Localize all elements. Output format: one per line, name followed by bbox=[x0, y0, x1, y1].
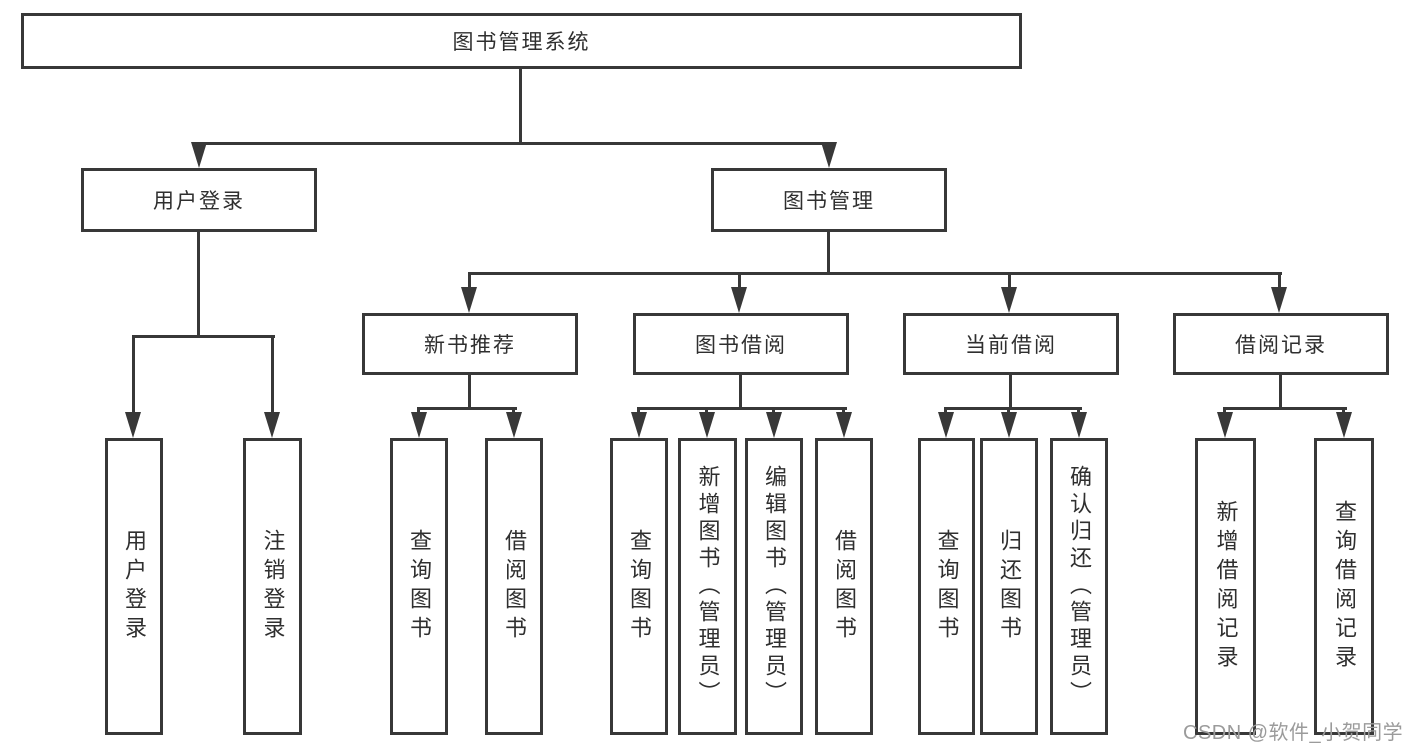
leaf-bb-edit-books-admin-label: 编辑图书（管理员） bbox=[762, 465, 787, 708]
connector-new-book-branch bbox=[417, 407, 517, 410]
connector-current-borrowing-trunk bbox=[1009, 375, 1012, 410]
connector-book-borrowing-branch bbox=[637, 407, 847, 410]
node-user-login: 用户登录 bbox=[81, 168, 317, 232]
leaf-nb-query-books: 查询图书 bbox=[390, 438, 448, 735]
connector-book-borrowing-trunk bbox=[739, 375, 742, 410]
connector-stem bbox=[842, 407, 845, 415]
arrowhead-down-icon bbox=[821, 142, 837, 168]
leaf-br-query-record-label: 查询借阅记录 bbox=[1332, 499, 1357, 674]
leaf-bb-add-books-admin: 新增图书（管理员） bbox=[678, 438, 737, 735]
leaf-bb-query-books: 查询图书 bbox=[610, 438, 668, 735]
leaf-nb-borrow-books-label: 借阅图书 bbox=[502, 528, 527, 645]
leaf-bb-borrow-books: 借阅图书 bbox=[815, 438, 873, 735]
arrowhead-down-icon bbox=[1001, 287, 1017, 313]
node-borrowing-records: 借阅记录 bbox=[1173, 313, 1389, 375]
leaf-cb-confirm-return-admin: 确认归还（管理员） bbox=[1050, 438, 1108, 735]
arrowhead-down-icon bbox=[191, 142, 207, 168]
arrowhead-down-icon bbox=[411, 412, 427, 438]
leaf-nb-query-books-label: 查询图书 bbox=[407, 528, 432, 645]
leaf-cb-confirm-return-admin-label: 确认归还（管理员） bbox=[1067, 465, 1092, 708]
connector-stem bbox=[1008, 272, 1011, 289]
leaf-cb-return-books: 归还图书 bbox=[980, 438, 1038, 735]
leaf-br-query-record: 查询借阅记录 bbox=[1314, 438, 1374, 735]
arrowhead-down-icon bbox=[1271, 287, 1287, 313]
connector-user-login-branch bbox=[132, 335, 275, 338]
arrowhead-down-icon bbox=[766, 412, 782, 438]
connector-stem bbox=[1278, 272, 1281, 289]
arrowhead-down-icon bbox=[699, 412, 715, 438]
leaf-user-login: 用户登录 bbox=[105, 438, 163, 735]
arrowhead-down-icon bbox=[1217, 412, 1233, 438]
connector-stem bbox=[417, 407, 420, 415]
leaf-nb-borrow-books: 借阅图书 bbox=[485, 438, 543, 735]
arrowhead-down-icon bbox=[506, 412, 522, 438]
csdn-watermark: CSDN @软件_小贺同学 bbox=[1183, 722, 1404, 744]
node-user-login-label: 用户登录 bbox=[153, 190, 245, 213]
arrowhead-down-icon bbox=[1001, 412, 1017, 438]
arrowhead-down-icon bbox=[631, 412, 647, 438]
connector-stem bbox=[637, 407, 640, 415]
leaf-bb-edit-books-admin: 编辑图书（管理员） bbox=[745, 438, 803, 735]
connector-level2-branch bbox=[198, 142, 832, 145]
connector-stem bbox=[468, 272, 471, 289]
node-new-book-recommend: 新书推荐 bbox=[362, 313, 578, 375]
node-borrowing-records-label: 借阅记录 bbox=[1235, 334, 1327, 357]
arrowhead-down-icon bbox=[836, 412, 852, 438]
connector-borrowing-records-trunk bbox=[1279, 375, 1282, 410]
connector-new-book-trunk bbox=[468, 375, 471, 410]
arrowhead-down-icon bbox=[125, 412, 141, 438]
node-new-book-recommend-label: 新书推荐 bbox=[424, 334, 516, 357]
leaf-cb-return-books-label: 归还图书 bbox=[997, 528, 1022, 645]
connector-stem bbox=[1077, 407, 1080, 415]
node-current-borrowing: 当前借阅 bbox=[903, 313, 1119, 375]
node-root-label: 图书管理系统 bbox=[452, 31, 591, 54]
connector-stem bbox=[1007, 407, 1010, 415]
connector-stem bbox=[1223, 407, 1226, 415]
connector-book-management-trunk bbox=[827, 232, 830, 275]
leaf-bb-query-books-label: 查询图书 bbox=[627, 528, 652, 645]
connector-current-borrowing-branch bbox=[944, 407, 1082, 410]
connector-borrowing-records-branch bbox=[1223, 407, 1347, 410]
connector-root-trunk bbox=[519, 69, 522, 145]
node-book-management: 图书管理 bbox=[711, 168, 947, 232]
arrowhead-down-icon bbox=[264, 412, 280, 438]
node-book-management-label: 图书管理 bbox=[783, 190, 875, 213]
connector-stem bbox=[271, 335, 274, 412]
connector-stem bbox=[705, 407, 708, 415]
connector-stem bbox=[944, 407, 947, 415]
leaf-logout: 注销登录 bbox=[243, 438, 302, 735]
node-current-borrowing-label: 当前借阅 bbox=[965, 334, 1057, 357]
arrowhead-down-icon bbox=[461, 287, 477, 313]
leaf-bb-add-books-admin-label: 新增图书（管理员） bbox=[695, 465, 721, 708]
leaf-logout-label: 注销登录 bbox=[260, 528, 286, 645]
connector-stem bbox=[772, 407, 775, 415]
node-book-borrowing: 图书借阅 bbox=[633, 313, 849, 375]
connector-stem bbox=[1342, 407, 1345, 415]
leaf-cb-query-books: 查询图书 bbox=[918, 438, 975, 735]
arrowhead-down-icon bbox=[1336, 412, 1352, 438]
connector-stem bbox=[512, 407, 515, 415]
leaf-user-login-label: 用户登录 bbox=[122, 528, 147, 645]
connector-stem bbox=[738, 272, 741, 289]
leaf-bb-borrow-books-label: 借阅图书 bbox=[832, 528, 857, 645]
connector-stem bbox=[132, 335, 135, 412]
arrowhead-down-icon bbox=[1071, 412, 1087, 438]
arrowhead-down-icon bbox=[938, 412, 954, 438]
node-root: 图书管理系统 bbox=[21, 13, 1022, 69]
leaf-br-add-record-label: 新增借阅记录 bbox=[1213, 499, 1239, 674]
leaf-br-add-record: 新增借阅记录 bbox=[1195, 438, 1256, 735]
leaf-cb-query-books-label: 查询图书 bbox=[934, 528, 960, 645]
node-book-borrowing-label: 图书借阅 bbox=[695, 334, 787, 357]
arrowhead-down-icon bbox=[731, 287, 747, 313]
connector-user-login-trunk bbox=[197, 232, 200, 338]
connector-level3-branch bbox=[468, 272, 1282, 275]
